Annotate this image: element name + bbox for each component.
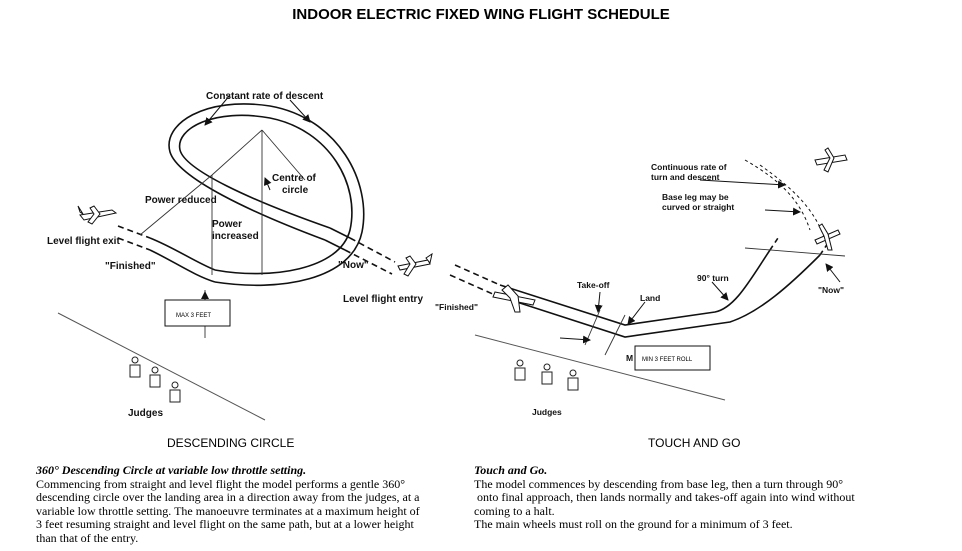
min-roll-box: [634, 345, 711, 371]
turn-label: 90° turn: [697, 273, 729, 283]
base-leg-label-1: Base leg may be: [662, 192, 729, 202]
max-height-box: [164, 299, 231, 327]
finished-label: "Finished": [105, 261, 156, 272]
judges-label: Judges: [532, 407, 562, 417]
now-label: "Now": [818, 285, 844, 295]
continuous-label-1: Continuous rate of: [651, 162, 727, 172]
continuous-label-2: turn and descent: [651, 172, 720, 182]
description-line: The model commences by descending from b…: [474, 476, 844, 491]
plane-turn-icon: [814, 223, 841, 251]
plane-takeoff-icon: [492, 284, 536, 313]
descending-circle-caption: DESCENDING CIRCLE: [167, 436, 295, 450]
land-label: Land: [640, 293, 660, 303]
plane-exit-icon: [77, 205, 118, 225]
description-line: variable low throttle setting. The manoe…: [36, 503, 420, 518]
min-roll-label: MIN 3 FEET ROLL: [642, 357, 693, 363]
judges-label: Judges: [128, 408, 163, 419]
touch-and-go-diagram: MIN 3 FEET ROLL Continuous rate of turn …: [435, 147, 848, 417]
finished-label: "Finished": [435, 302, 478, 312]
projection-lines: [139, 129, 306, 338]
power-label: Power: [212, 219, 242, 230]
constant-rate-label: Constant rate of descent: [206, 91, 324, 102]
touch-and-go-caption: TOUCH AND GO: [648, 436, 741, 450]
level-exit-label: Level flight exit: [47, 236, 120, 247]
judges-icon: [514, 359, 579, 391]
descending-circle-description: 360° Descending Circle at variable low t…: [36, 463, 446, 545]
page-title: INDOOR ELECTRIC FIXED WING FLIGHT SCHEDU…: [292, 6, 670, 23]
description-line: The main wheels must roll on the ground …: [474, 517, 793, 531]
description-line: onto final approach, then lands normally…: [474, 490, 855, 504]
now-label: "Now": [338, 260, 369, 271]
centre-label: Centre of: [272, 173, 317, 184]
flight-path: [117, 103, 396, 287]
descending-circle-diagram: MAX 3 FEET Constant rate of descent Cent…: [47, 91, 433, 421]
touch-and-go-heading: Touch and Go.: [474, 463, 548, 477]
description-line: 3 feet resuming straight and level fligh…: [36, 517, 414, 531]
base-leg-label-2: curved or straight: [662, 202, 734, 212]
increased-label: increased: [212, 231, 259, 242]
plane-entry-icon: [397, 252, 433, 277]
ground-line: [57, 312, 266, 421]
circle-label: circle: [282, 185, 309, 196]
takeoff-label: Take-off: [577, 280, 610, 290]
judges-icon: [129, 356, 181, 403]
description-line: than that of the entry.: [36, 530, 139, 545]
descending-circle-heading: 360° Descending Circle at variable low t…: [36, 463, 307, 477]
touch-and-go-description: Touch and Go. The model commences by des…: [474, 463, 894, 532]
m-label: M: [626, 353, 633, 363]
plane-base-icon: [814, 147, 848, 173]
description-line: descending circle over the landing area …: [36, 490, 420, 504]
markers: [584, 247, 846, 356]
max-height-label: MAX 3 FEET: [176, 313, 211, 319]
power-reduced-label: Power reduced: [145, 195, 217, 206]
level-entry-label: Level flight entry: [343, 294, 423, 305]
description-line: Commencing from straight and level fligh…: [36, 476, 406, 491]
ground-line: [474, 334, 726, 401]
description-line: coming to a halt.: [474, 503, 555, 518]
